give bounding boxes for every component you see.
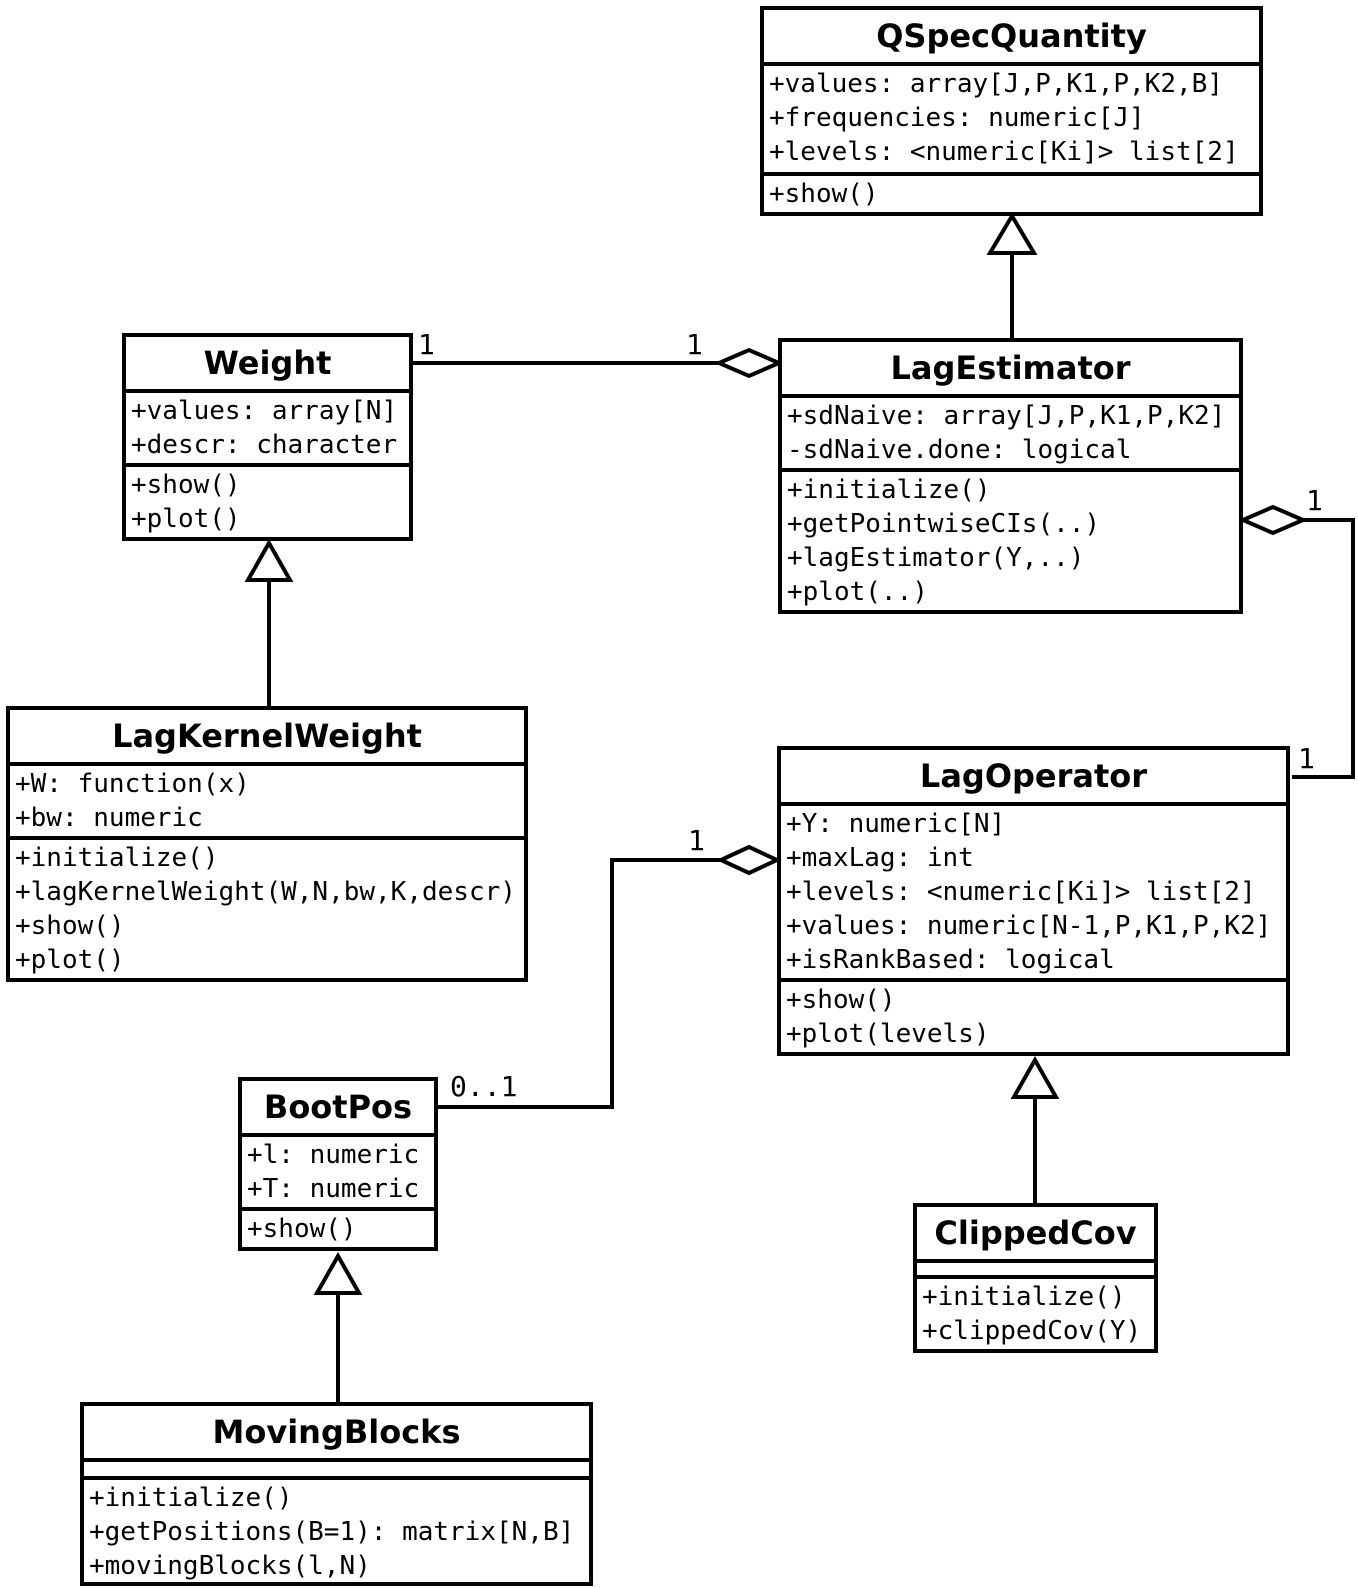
methods-section: +show() +plot() [126,467,409,537]
methods-section: +initialize() +lagKernelWeight(W,N,bw,K,… [10,840,524,978]
methods-section: +show() [242,1211,434,1247]
methods-section: +initialize() +getPointwiseCIs(..) +lagE… [782,472,1239,610]
class-title: Weight [126,337,409,393]
class-lagoperator: LagOperator +Y: numeric[N] +maxLag: int … [777,746,1290,1056]
class-clippedcov: ClippedCov +initialize() +clippedCov(Y) [913,1203,1158,1353]
method: +show() [786,985,896,1015]
attribute: +values: array[J,P,K1,P,K2,B] [769,69,1223,99]
method: +getPointwiseCIs(..) [787,509,1101,539]
class-weight: Weight +values: array[N] +descr: charact… [122,333,413,541]
attribute: +maxLag: int [786,843,974,873]
attribute: +frequencies: numeric[J] [769,103,1145,133]
method: +initialize() [89,1483,293,1513]
attributes-section: +Y: numeric[N] +maxLag: int +levels: <nu… [781,806,1286,982]
class-title: BootPos [242,1081,434,1137]
attribute: +levels: <numeric[Ki]> list[2] [786,877,1256,907]
multiplicity-lagestimator-lagoperator-bottom: 1 [1298,742,1315,775]
method: +lagKernelWeight(W,N,bw,K,descr) [15,877,516,907]
aggregation-lagestimator-weight [413,347,785,379]
attributes-section: +sdNaive: array[J,P,K1,P,K2] -sdNaive.do… [782,398,1239,472]
method: +initialize() [15,843,219,873]
association-line [438,858,721,1109]
methods-section: +show() [764,176,1259,212]
class-title: QSpecQuantity [764,10,1259,66]
methods-section: +initialize() +getPositions(B=1): matrix… [84,1480,589,1582]
inheritance-movingblocks-bootpos [313,1251,363,1402]
method: +show() [15,911,125,941]
inheritance-triangle-icon [1010,1055,1060,1099]
attribute: +bw: numeric [15,803,203,833]
class-lagestimator: LagEstimator +sdNaive: array[J,P,K1,P,K2… [778,338,1243,614]
attributes-section: +values: array[N] +descr: character [126,393,409,467]
inheritance-clippedcov-lagoperator [1010,1055,1060,1203]
attribute: +T: numeric [247,1174,420,1204]
attribute: +l: numeric [247,1140,420,1170]
association-line [1292,518,1355,779]
method: +initialize() [787,475,991,505]
attribute: -sdNaive.done: logical [787,435,1132,465]
method: +clippedCov(Y) [922,1316,1142,1346]
aggregation-lagestimator-lagoperator [1237,504,1355,779]
inheritance-triangle-icon [986,212,1038,255]
class-bootpos: BootPos +l: numeric +T: numeric +show() [238,1077,438,1251]
attributes-section: +values: array[J,P,K1,P,K2,B] +frequenci… [764,66,1259,176]
attribute: +Y: numeric[N] [786,809,1006,839]
method: +show() [769,179,879,209]
class-title: ClippedCov [917,1207,1154,1263]
aggregation-diamond-icon [716,844,782,876]
attribute: +levels: <numeric[Ki]> list[2] [769,137,1239,167]
attribute: +sdNaive: array[J,P,K1,P,K2] [787,401,1226,431]
method: +movingBlocks(l,N) [89,1551,371,1581]
attribute: +values: array[N] [131,396,398,426]
multiplicity-weight-end: 1 [418,328,435,361]
multiplicity-bootpos-end: 0..1 [450,1070,518,1103]
class-movingblocks: MovingBlocks +initialize() +getPositions… [80,1402,593,1586]
attributes-section: +l: numeric +T: numeric [242,1137,434,1211]
attributes-section: +W: function(x) +bw: numeric [10,766,524,840]
attributes-section-empty [917,1263,1154,1279]
attribute: +descr: character [131,430,398,460]
method: +plot() [15,945,125,975]
class-qspecquantity: QSpecQuantity +values: array[J,P,K1,P,K2… [760,6,1263,216]
attribute: +W: function(x) [15,769,250,799]
aggregation-diamond-icon [713,347,785,379]
inheritance-triangle-icon [244,538,294,582]
method: +plot(levels) [786,1019,990,1049]
inheritance-lagkernelweight-weight [244,538,294,706]
inheritance-triangle-icon [313,1251,363,1295]
method: +initialize() [922,1282,1126,1312]
attribute: +isRankBased: logical [786,945,1115,975]
method: +plot(..) [787,577,928,607]
method: +plot() [131,504,241,534]
class-title: MovingBlocks [84,1406,589,1462]
inheritance-lagestimator-qspecquantity [986,212,1038,338]
methods-section: +initialize() +clippedCov(Y) [917,1279,1154,1349]
multiplicity-lagestimator-lagoperator-top: 1 [1306,484,1323,517]
method: +lagEstimator(Y,..) [787,543,1085,573]
method: +show() [131,470,241,500]
attribute: +values: numeric[N-1,P,K1,P,K2] [786,911,1272,941]
method: +getPositions(B=1): matrix[N,B] [89,1517,575,1547]
class-title: LagOperator [781,750,1286,806]
methods-section: +show() +plot(levels) [781,982,1286,1052]
attributes-section-empty [84,1462,589,1480]
method: +show() [247,1214,357,1244]
multiplicity-lagestimator-end: 1 [686,328,703,361]
class-title: LagKernelWeight [10,710,524,766]
class-title: LagEstimator [782,342,1239,398]
class-lagkernelweight: LagKernelWeight +W: function(x) +bw: num… [6,706,528,982]
aggregation-diamond-icon [1237,504,1309,536]
multiplicity-lagoperator-end: 1 [688,824,705,857]
